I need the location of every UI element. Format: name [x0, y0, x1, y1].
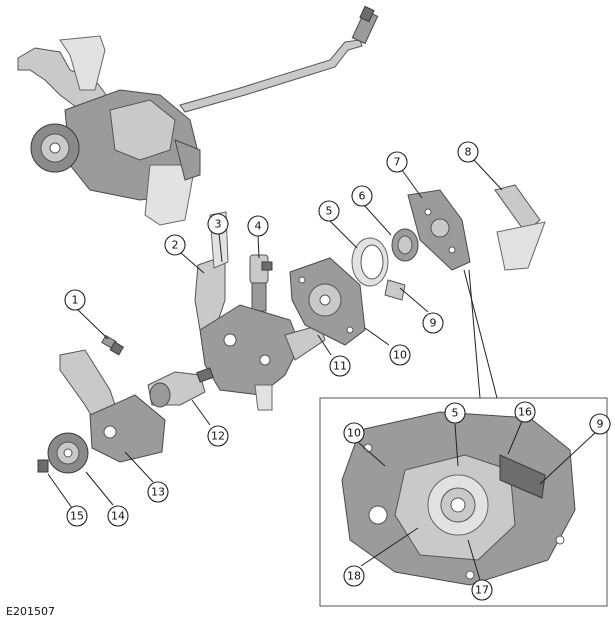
callout: 9: [589, 413, 611, 435]
svg-text:5: 5: [326, 205, 333, 218]
svg-text:11: 11: [333, 360, 347, 373]
svg-text:4: 4: [255, 220, 262, 233]
part-10-cover-plate: [289, 257, 366, 346]
svg-text:7: 7: [394, 156, 401, 169]
svg-text:13: 13: [151, 486, 165, 499]
callout: 4: [247, 215, 269, 237]
svg-text:6: 6: [359, 190, 366, 203]
svg-text:15: 15: [70, 510, 84, 523]
svg-text:10: 10: [393, 349, 407, 362]
callout: 8: [457, 141, 479, 163]
callout: 16: [514, 401, 536, 423]
svg-text:12: 12: [211, 430, 225, 443]
part-6-rotor: [384, 228, 419, 301]
svg-text:8: 8: [465, 146, 472, 159]
callout: 12: [207, 425, 229, 447]
lower-left-assembly: [37, 349, 166, 474]
callout: 9: [422, 312, 444, 334]
leader-lines: [47, 159, 597, 581]
svg-text:9: 9: [430, 317, 437, 330]
svg-text:1: 1: [72, 294, 79, 307]
part-12-valve: [147, 367, 214, 408]
callouts: 1 2 3 4 5 6 7 8 9 10 11 12 13 14 15 10 5…: [64, 141, 611, 601]
assembled-oil-pump: [17, 5, 379, 226]
svg-text:2: 2: [172, 239, 179, 252]
callout: 18: [343, 565, 365, 587]
svg-text:14: 14: [111, 510, 125, 523]
callout: 13: [147, 481, 169, 503]
callout: 11: [329, 355, 351, 377]
callout: 14: [107, 505, 129, 527]
callout: 3: [207, 213, 229, 235]
callout: 5: [444, 402, 466, 424]
callout: 15: [66, 505, 88, 527]
part-1-bolt: [101, 334, 125, 356]
svg-text:17: 17: [475, 584, 489, 597]
part-5-ring: [351, 237, 389, 287]
part-11-pump-body: [199, 304, 326, 411]
figure-id: E201507: [6, 605, 55, 618]
svg-text:3: 3: [215, 218, 222, 231]
svg-text:16: 16: [518, 406, 532, 419]
part-7-housing: [407, 189, 471, 271]
callout: 2: [164, 234, 186, 256]
svg-text:10: 10: [347, 427, 361, 440]
svg-text:5: 5: [452, 407, 459, 420]
callout: 10: [389, 344, 411, 366]
part-4-solenoid: [249, 254, 273, 312]
callout: 7: [386, 151, 408, 173]
detail-inset: [319, 397, 608, 607]
part-8-pickup-pipe: [494, 184, 546, 271]
callout: 17: [471, 579, 493, 601]
callout: 10: [343, 422, 365, 444]
callout: 5: [318, 200, 340, 222]
callout: 1: [64, 289, 86, 311]
svg-text:9: 9: [597, 418, 604, 431]
callout: 6: [351, 185, 373, 207]
svg-text:18: 18: [347, 570, 361, 583]
